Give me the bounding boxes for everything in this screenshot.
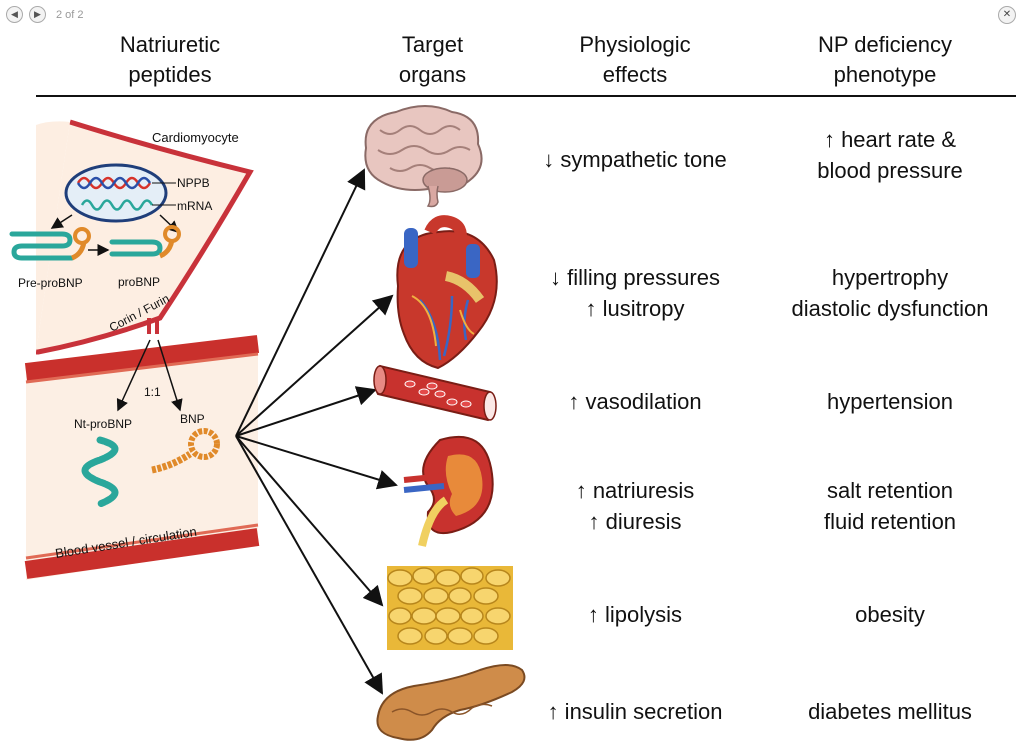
close-icon[interactable]: ✕ [998,6,1016,24]
header-natriuretic-peptides: Natriuretic peptides [70,30,270,90]
header-line: peptides [128,62,212,87]
effect-row-heart: ↓ filling pressures ↑ lusitropy [505,262,765,324]
effect-text: ↑ natriuresis [575,478,695,503]
phenotype-row-pancreas: diabetes mellitus [765,696,1015,727]
heart-image [396,215,498,370]
phenotype-row-kidney: salt retention fluid retention [765,475,1015,537]
phenotype-text: diabetes mellitus [808,699,972,724]
effect-row-pancreas: ↑ insulin secretion [505,696,765,727]
effect-text: ↑ diuresis [588,509,682,534]
nucleus [64,163,168,223]
nt-probnp-molecule [81,436,119,508]
nppb-label: NPPB [177,176,210,190]
phenotype-text: hypertrophy [831,265,949,290]
header-target-organs: Target organs [360,30,505,90]
effect-row-adipose: ↑ lipolysis [505,599,765,630]
phenotype-row-heart: hypertrophy diastolic dysfunction [765,262,1015,324]
header-line: organs [398,62,467,87]
phenotype-text: fluid retention [823,509,957,534]
phenotype-row-adipose: obesity [765,599,1015,630]
effect-text: ↑ lusitropy [585,296,685,321]
pre-probnp-molecule [9,227,91,261]
header-physiologic-effects: Physiologic effects [540,30,730,90]
phenotype-text: salt retention [827,478,953,503]
header-line: Target [401,32,464,57]
brain-image [364,105,483,208]
right-arrow-icon[interactable]: ▶ [29,6,46,23]
kidney-image [403,435,494,547]
nt-probnp-label: Nt-proBNP [74,417,132,431]
mrna-label: mRNA [177,199,212,213]
effect-text: ↓ sympathetic tone [543,147,727,172]
effect-row-brain: ↓ sympathetic tone [505,144,765,175]
phenotype-text: blood pressure [817,158,963,183]
header-np-deficiency-phenotype: NP deficiency phenotype [775,30,995,90]
header-divider [36,95,1016,97]
header-line: Natriuretic [119,32,221,57]
pre-probnp-label: Pre-proBNP [18,276,83,290]
header-line: Physiologic [579,32,691,57]
bnp-label: BNP [180,412,205,426]
ratio-label: 1:1 [144,385,161,399]
phenotype-text: diastolic dysfunction [791,296,989,321]
effect-text: ↑ insulin secretion [547,699,723,724]
slide-nav: ◀ ▶ 2 of 2 [6,6,84,23]
effect-row-vessel: ↑ vasodilation [505,386,765,417]
header-line: effects [602,62,668,87]
phenotype-text: obesity [855,602,925,627]
header-line: NP deficiency [817,32,953,57]
cardiomyocyte-label: Cardiomyocyte [152,130,239,145]
pancreas-image [376,664,526,741]
page-counter: 2 of 2 [56,8,84,21]
blood-vessel-circulation: Blood vessel / circulation 1:1 Nt-proBNP… [24,335,260,580]
blood-vessel-image [373,364,497,422]
effect-text: ↑ vasodilation [568,389,702,414]
phenotype-text: hypertension [827,389,953,414]
adipose-tissue-image [387,566,513,650]
effect-row-kidney: ↑ natriuresis ↑ diuresis [505,475,765,537]
target-arrows [235,168,398,695]
phenotype-row-vessel: hypertension [765,386,1015,417]
cardiomyocyte-cell: Cardiomyocyte NPPB mRNA Pre-proBNP proBN… [9,119,254,355]
probnp-molecule [109,225,181,259]
effect-text: ↓ filling pressures [550,265,720,290]
phenotype-text: ↑ heart rate & [823,127,957,152]
effect-text: ↑ lipolysis [587,602,683,627]
probnp-label: proBNP [118,275,160,289]
left-arrow-icon[interactable]: ◀ [6,6,23,23]
bnp-molecule [151,428,220,474]
header-line: phenotype [833,62,937,87]
phenotype-row-brain: ↑ heart rate & blood pressure [765,124,1015,186]
